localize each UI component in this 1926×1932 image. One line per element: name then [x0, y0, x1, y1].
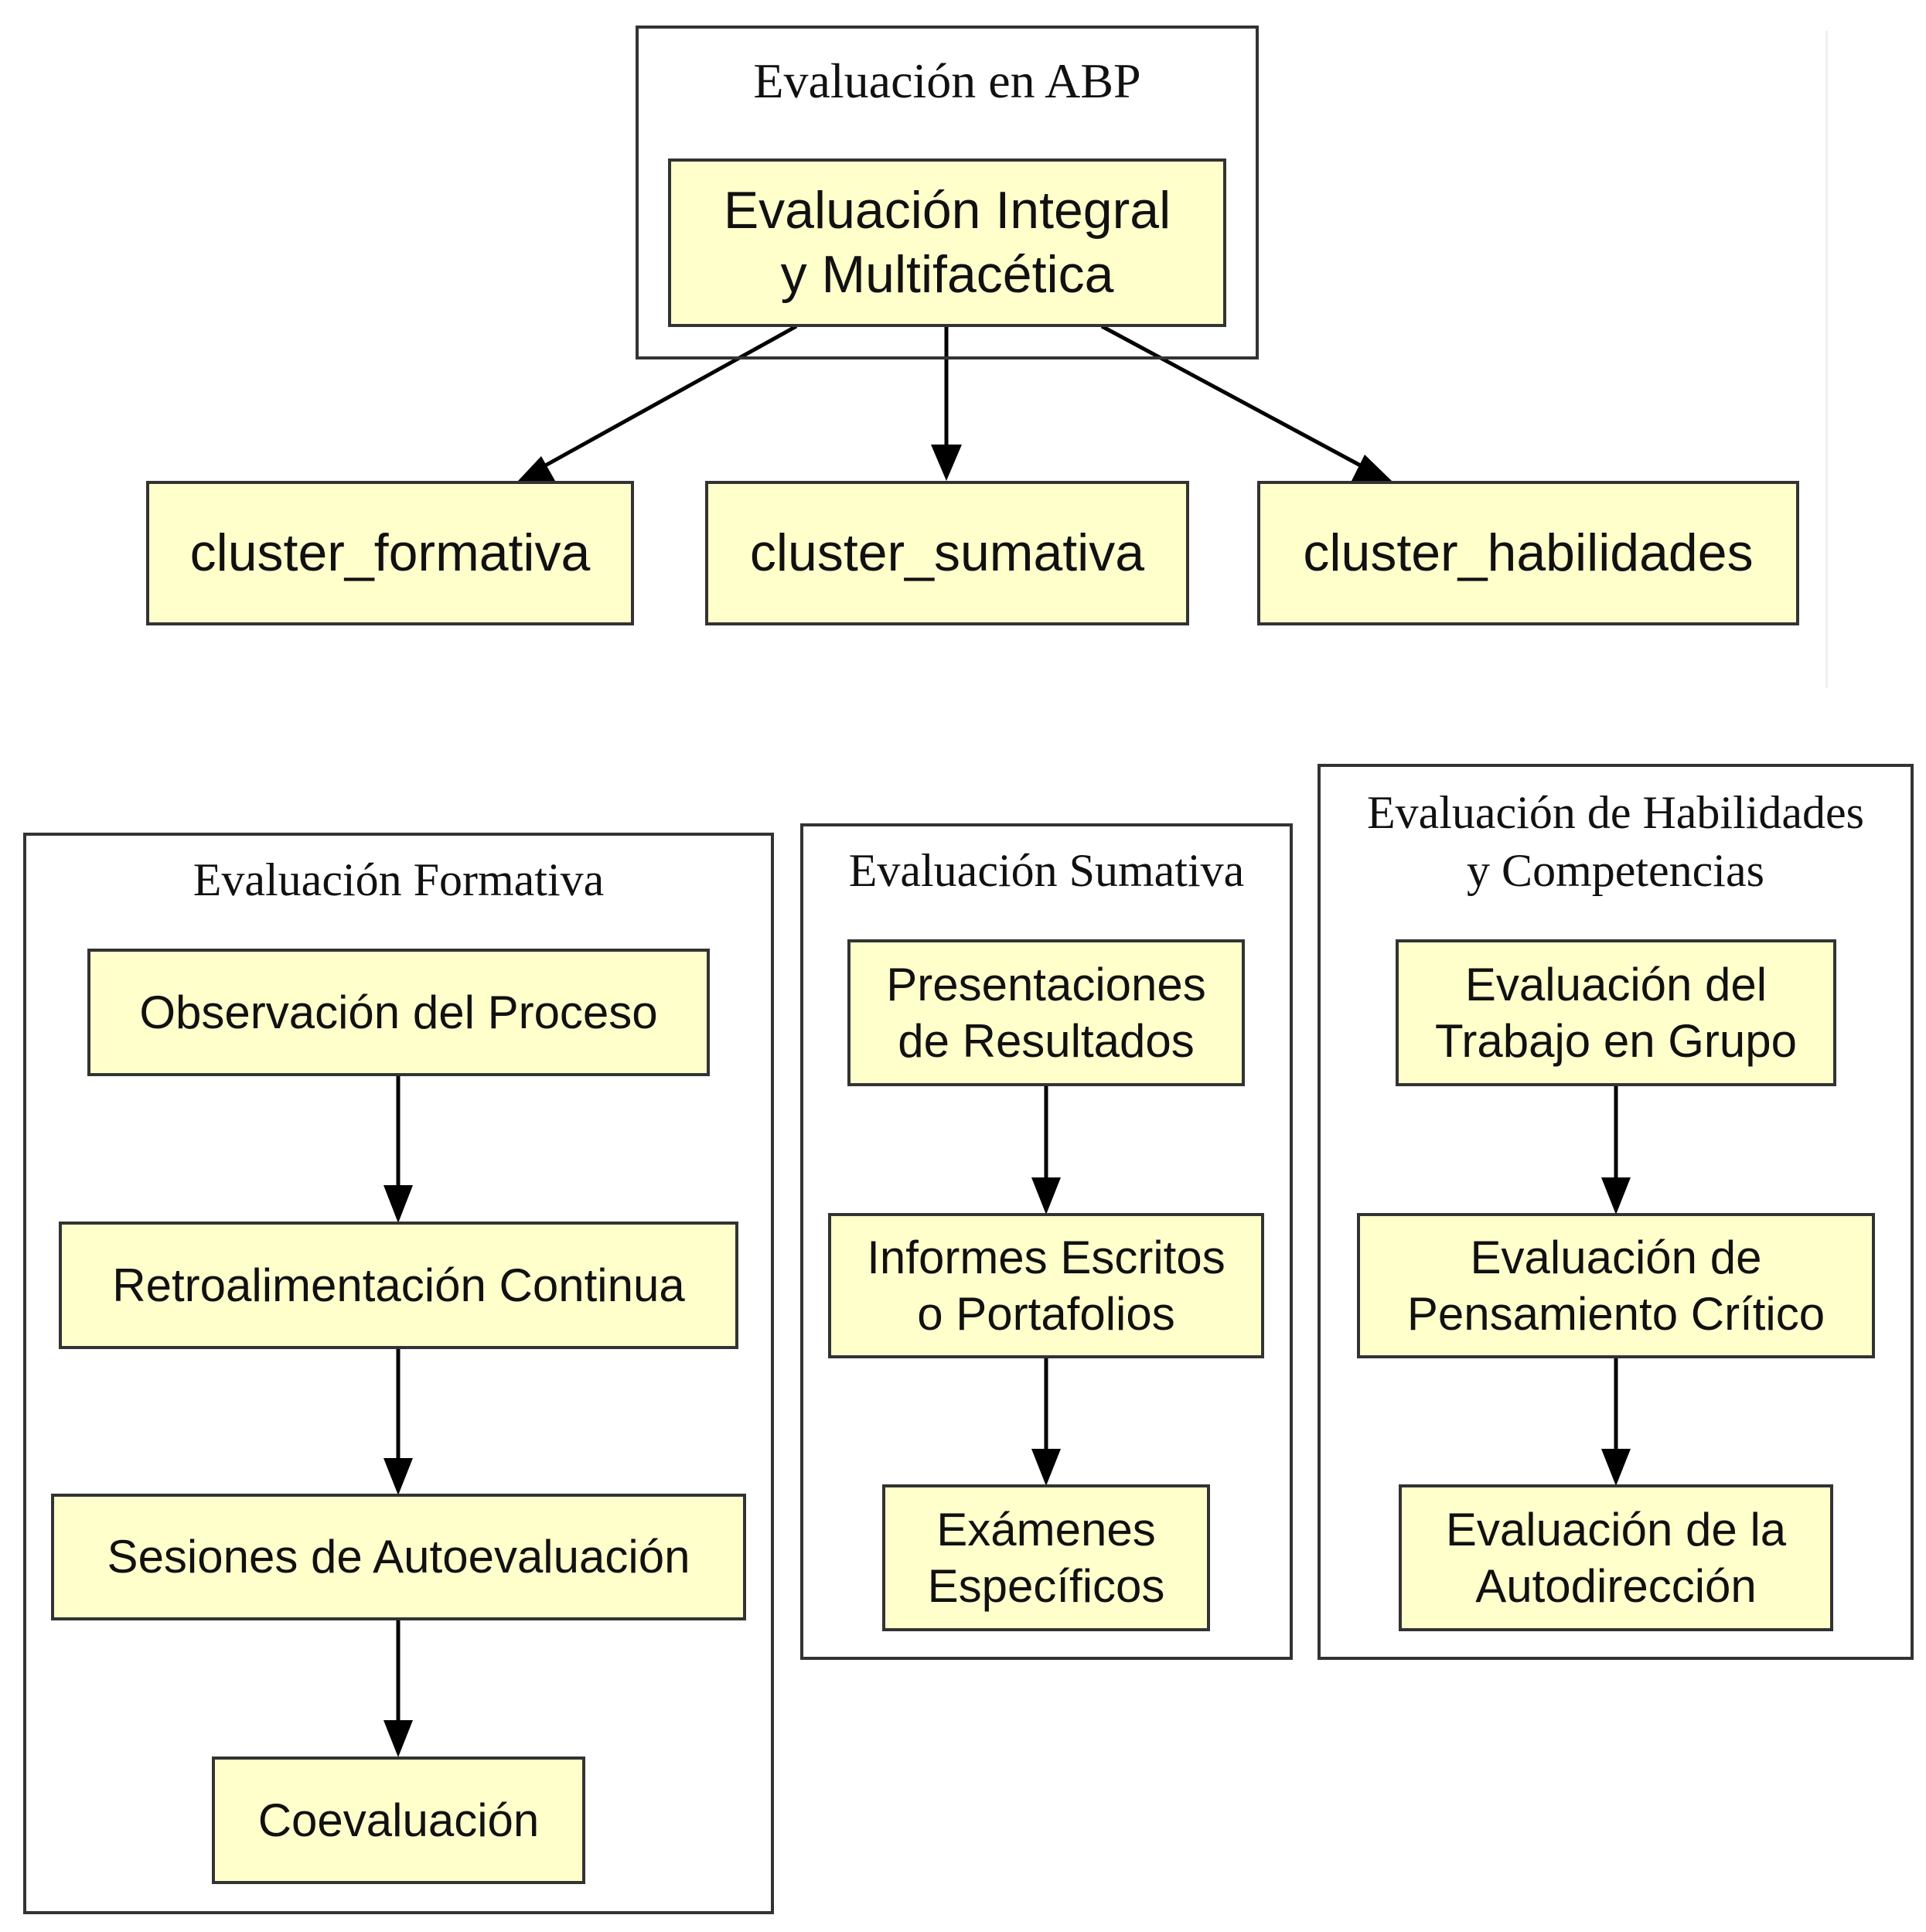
node-informes-portafolios[interactable]: Informes Escritos o Portafolios: [828, 1213, 1264, 1358]
edge-formativa-1-2: [383, 1076, 413, 1223]
node-evaluacion-integral-line-2: y Multifacética: [780, 245, 1114, 304]
node-cluster-sumativa[interactable]: cluster_sumativa: [705, 481, 1189, 625]
node-retroalimentacion-continua[interactable]: Retroalimentación Continua: [59, 1222, 738, 1349]
node-evaluacion-integral[interactable]: Evaluación Integral y Multifacética: [668, 158, 1226, 327]
node-examenes-especificos[interactable]: Exámenes Específicos: [882, 1484, 1210, 1631]
node-informes-portafolios-line-2: o Portafolios: [917, 1288, 1175, 1340]
node-trabajo-grupo[interactable]: Evaluación del Trabajo en Grupo: [1396, 939, 1836, 1086]
cluster-evaluacion-formativa: Evaluación Formativa: [23, 833, 774, 1914]
node-pensamiento-critico-line-2: Pensamiento Crítico: [1406, 1288, 1825, 1340]
edge-habilidades-2-3: [1601, 1358, 1631, 1486]
edge-root-to-habilidades: [1100, 324, 1392, 481]
node-autodireccion[interactable]: Evaluación de la Autodirección: [1399, 1484, 1833, 1631]
edge-formativa-2-3: [383, 1349, 413, 1495]
node-autodireccion-line-2: Autodirección: [1475, 1560, 1757, 1612]
cluster-title-sumativa: Evaluación Sumativa: [848, 845, 1245, 896]
node-sesiones-autoevaluacion-label: Sesiones de Autoevaluación: [107, 1531, 690, 1583]
cluster-title-habilidades: Evaluación de Habilidades y Competencias: [1321, 784, 1911, 900]
edge-habilidades-1-2: [1601, 1086, 1631, 1215]
node-observacion-proceso-label: Observación del Proceso: [139, 986, 658, 1038]
node-examenes-especificos-line-1: Exámenes: [936, 1503, 1156, 1555]
node-autodireccion-line-1: Evaluación de la: [1445, 1503, 1787, 1555]
cluster-evaluacion-habilidades: Evaluación de Habilidades y Competencias: [1318, 764, 1914, 1660]
node-retroalimentacion-continua-label: Retroalimentación Continua: [112, 1259, 685, 1311]
image-edge-line: [1825, 31, 1828, 688]
node-presentaciones-resultados-line-1: Presentaciones: [886, 958, 1206, 1010]
edge-sumativa-2-3: [1031, 1358, 1061, 1486]
node-examenes-especificos-line-2: Específicos: [927, 1560, 1165, 1612]
node-pensamiento-critico[interactable]: Evaluación de Pensamiento Crítico: [1357, 1213, 1875, 1358]
node-presentaciones-resultados-line-2: de Resultados: [898, 1015, 1195, 1067]
edge-root-to-formativa: [518, 324, 798, 481]
cluster-title-abp: Evaluación en ABP: [753, 53, 1141, 108]
node-observacion-proceso[interactable]: Observación del Proceso: [87, 949, 710, 1076]
edge-root-to-sumativa: [931, 326, 962, 481]
node-presentaciones-resultados[interactable]: Presentaciones de Resultados: [847, 939, 1245, 1086]
node-informes-portafolios-line-1: Informes Escritos: [867, 1231, 1225, 1283]
node-cluster-sumativa-label: cluster_sumativa: [749, 523, 1145, 583]
cluster-evaluacion-abp: Evaluación en ABP: [636, 26, 1259, 359]
node-trabajo-grupo-line-2: Trabajo en Grupo: [1434, 1015, 1798, 1067]
node-cluster-habilidades-label: cluster_habilidades: [1303, 523, 1754, 583]
node-coevaluacion[interactable]: Coevaluación: [212, 1757, 585, 1884]
cluster-title-formativa: Evaluación Formativa: [193, 854, 605, 905]
cluster-title-habilidades-line-2: y Competencias: [1467, 845, 1764, 896]
node-trabajo-grupo-line-1: Evaluación del: [1464, 958, 1767, 1010]
node-pensamiento-critico-line-1: Evaluación de: [1470, 1231, 1762, 1283]
node-cluster-formativa[interactable]: cluster_formativa: [146, 481, 634, 625]
node-coevaluacion-label: Coevaluación: [257, 1794, 540, 1846]
cluster-evaluacion-sumativa: Evaluación Sumativa: [800, 823, 1293, 1660]
node-cluster-formativa-label: cluster_formativa: [189, 523, 591, 583]
node-cluster-habilidades[interactable]: cluster_habilidades: [1257, 481, 1799, 625]
node-evaluacion-integral-line-1: Evaluación Integral: [723, 181, 1171, 240]
node-sesiones-autoevaluacion[interactable]: Sesiones de Autoevaluación: [51, 1494, 746, 1620]
edge-formativa-3-4: [383, 1620, 413, 1757]
cluster-title-habilidades-line-1: Evaluación de Habilidades: [1366, 787, 1865, 838]
edge-sumativa-1-2: [1031, 1086, 1061, 1215]
